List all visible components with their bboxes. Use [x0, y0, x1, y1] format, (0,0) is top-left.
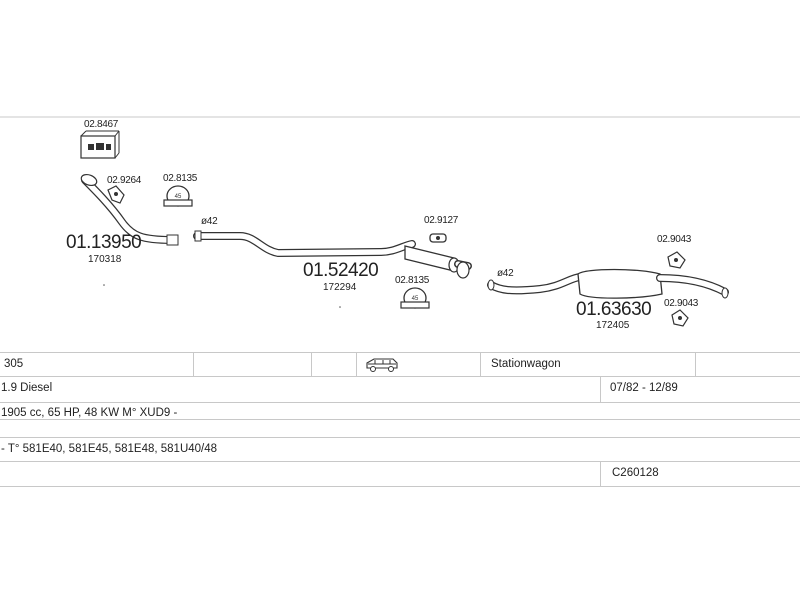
rear-silencer — [487, 268, 729, 299]
part-code-bracket: 02.9264 — [107, 175, 142, 186]
hanger-icon — [671, 309, 689, 327]
vehicle-model: 305 — [4, 358, 24, 370]
hanger-icon — [429, 233, 447, 243]
vehicle-engine-row: 1.9 Diesel 07/82 - 12/89 — [0, 377, 800, 402]
car-icon — [365, 353, 399, 376]
vehicle-types: - T° 581E40, 581E45, 581E48, 581U40/48 — [1, 443, 218, 455]
exhaust-diagram: 45 45 — [0, 116, 800, 331]
part-code-kit: 02.8467 — [84, 119, 119, 130]
vehicle-body-type: Stationwagon — [491, 358, 561, 370]
catalog-code: C260128 — [612, 467, 659, 479]
middle-silencer — [193, 230, 472, 279]
vehicle-engine-details: 1905 cc, 65 HP, 48 KW M° XUD9 - — [1, 407, 178, 419]
front-pipe — [80, 173, 179, 246]
part-ref-middle-silencer: 172294 — [323, 282, 357, 293]
clamp-size-label: 45 — [412, 296, 419, 302]
hanger-icon — [667, 251, 686, 269]
part-code-front-pipe: 01.13950 — [66, 232, 142, 253]
exhaust-drawing: 45 45 — [0, 116, 800, 327]
clamp-icon: 45 — [163, 185, 193, 207]
clamp-size-label: 45 — [175, 194, 182, 200]
part-code-hanger: 02.9127 — [424, 215, 459, 226]
part-ref-front-pipe: 170318 — [88, 254, 122, 265]
vehicle-model-row: 305 Stationwagon — [0, 353, 800, 376]
pipe-diameter-label: ø42 — [497, 268, 514, 279]
part-code-middle-silencer: 01.52420 — [303, 260, 379, 281]
vehicle-engine-details-row: 1905 cc, 65 HP, 48 KW M° XUD9 - — [0, 403, 800, 419]
catalog-code-row: C260128 — [0, 462, 800, 486]
pipe-diameter-label: ø42 — [201, 216, 218, 227]
clamp-icon: 45 — [400, 287, 430, 309]
vehicle-types-row: - T° 581E40, 581E45, 581E48, 581U40/48 — [0, 438, 800, 461]
part-code-rear-silencer: 01.63630 — [576, 299, 652, 320]
part-code-clamp: 02.8135 — [395, 275, 430, 286]
part-code-clamp: 02.8135 — [163, 173, 198, 184]
vehicle-years: 07/82 - 12/89 — [610, 382, 678, 394]
kit-box-icon — [80, 130, 120, 159]
part-code-hanger: 02.9043 — [657, 234, 692, 245]
bracket-icon — [107, 185, 125, 204]
vehicle-engine: 1.9 Diesel — [1, 382, 53, 394]
part-code-hanger: 02.9043 — [664, 298, 699, 309]
part-ref-rear-silencer: 172405 — [596, 320, 630, 331]
